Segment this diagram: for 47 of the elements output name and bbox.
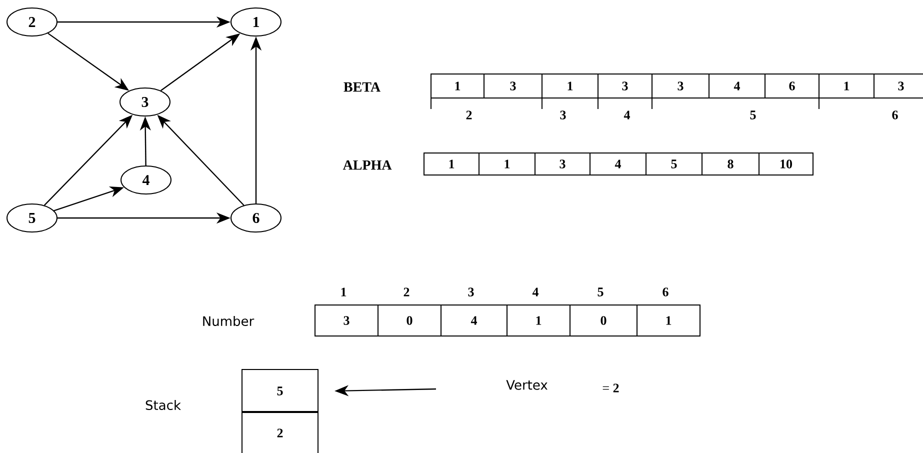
table-cell: 1 — [430, 74, 484, 98]
table-cell: 5 — [646, 152, 702, 176]
array-name: ALPHA — [342, 160, 392, 170]
table-cell: 4 — [440, 304, 508, 336]
group-label: 3 — [560, 110, 566, 120]
table-cell: 1 — [424, 152, 480, 176]
table-cell: 1 — [542, 74, 598, 98]
table-cell: 1 — [478, 152, 536, 176]
index-label: 6 — [662, 288, 668, 296]
table-cell: 1 — [506, 304, 570, 336]
table-cell: 3 — [534, 152, 590, 176]
graph-vertex: 1 — [230, 8, 282, 36]
index-label: 3 — [468, 288, 474, 296]
table-cell: 10 — [758, 152, 814, 176]
group-label: 5 — [750, 110, 756, 120]
array-name: BETA — [344, 82, 380, 92]
variable-label: Vertex — [506, 380, 548, 390]
table-cell: 3 — [874, 74, 923, 98]
table-cell: 3 — [314, 304, 378, 336]
table-cell: 4 — [590, 152, 646, 176]
group-label: 6 — [892, 110, 898, 120]
table-cell: 3 — [484, 74, 542, 98]
stack-cell: 2 — [242, 411, 318, 453]
row-label: Number — [203, 316, 254, 326]
index-label: 1 — [341, 288, 346, 296]
index-label: 4 — [532, 288, 539, 296]
table-cell: 1 — [818, 74, 874, 98]
table-cell: 0 — [378, 304, 442, 336]
table-cell: 3 — [598, 74, 652, 98]
index-label: 5 — [598, 288, 604, 296]
graph-vertex: 6 — [230, 204, 282, 232]
table-cell: 6 — [764, 74, 820, 98]
graph-vertex: 5 — [6, 204, 58, 232]
table-cell: 0 — [570, 304, 638, 336]
index-label: 2 — [404, 288, 410, 296]
table-cell: 1 — [636, 304, 700, 336]
group-label: 4 — [624, 110, 630, 120]
stack-cell: 5 — [242, 369, 318, 413]
graph-vertex: 4 — [120, 166, 172, 194]
group-label: 2 — [466, 110, 472, 120]
variable-value: = 2 — [602, 384, 619, 392]
graph-vertex: 2 — [6, 8, 58, 36]
row-label: Stack — [146, 400, 181, 410]
table-cell: 8 — [702, 152, 760, 176]
graph-vertex: 3 — [120, 88, 170, 116]
table-cell: 3 — [652, 74, 710, 98]
table-cell: 4 — [708, 74, 766, 98]
